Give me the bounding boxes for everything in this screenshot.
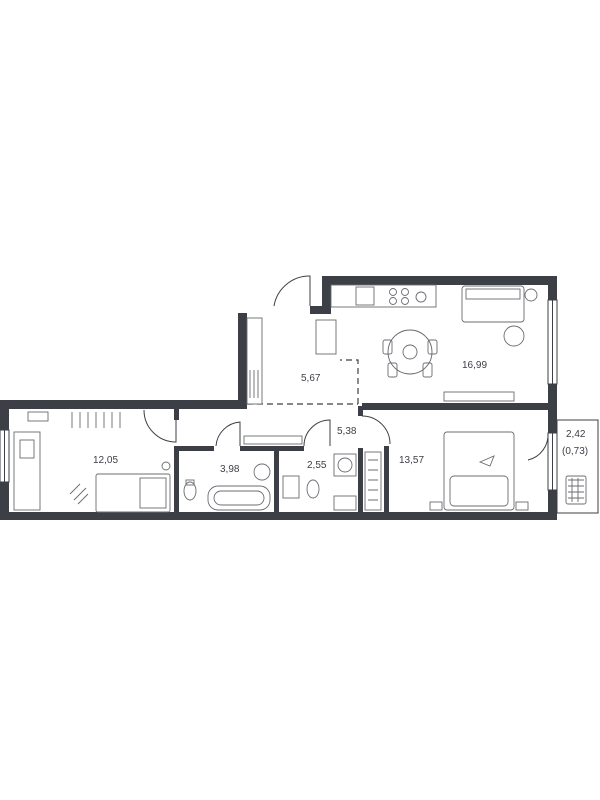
area-hallway: 5,67 [301,373,321,384]
balcony [556,419,599,514]
area-balcony-reduced: (0,73) [562,446,588,457]
dining-set [382,329,438,378]
doors [143,275,549,461]
area-corridor: 5,38 [337,426,357,437]
area-balcony: 2,42 [566,429,586,440]
bathroom-fixtures [183,435,303,511]
sofa [461,285,538,347]
walls [0,276,557,520]
bedroom-right-furniture [364,431,529,511]
area-bedroom-left: 12,05 [93,455,118,466]
bedroom-left-furniture [13,411,171,513]
zone-boundary [247,359,359,405]
kitchen-furniture [315,284,515,402]
area-bathroom: 3,98 [220,464,240,475]
wardrobe [246,317,263,405]
area-bedroom-right: 13,57 [399,455,424,466]
toilet-fixtures [282,453,357,511]
area-living-kitchen: 16,99 [462,360,487,371]
area-toilet: 2,55 [307,460,327,471]
